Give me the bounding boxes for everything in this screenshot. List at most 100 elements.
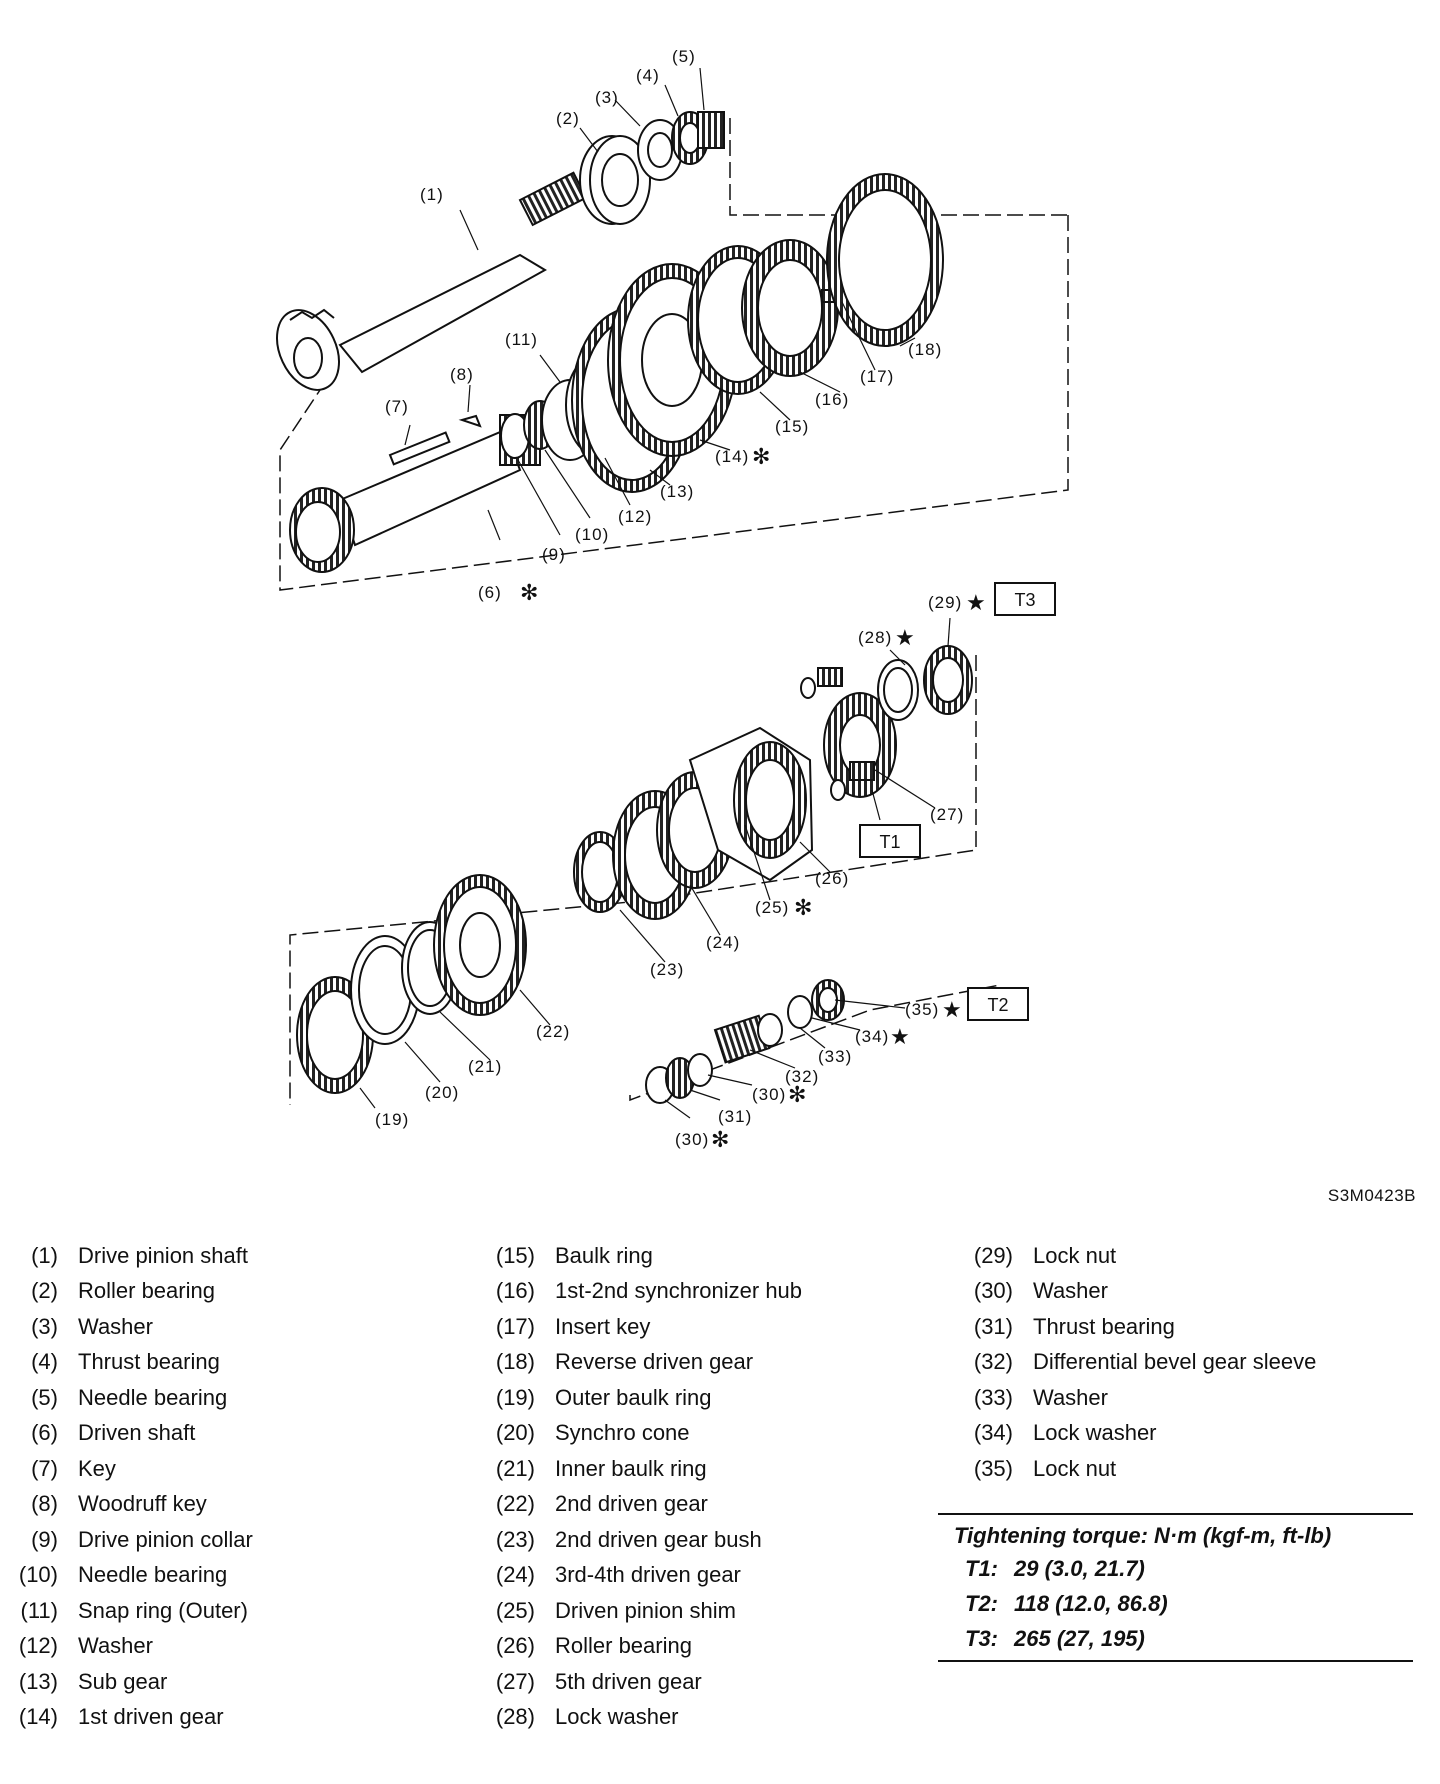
star-mark-34: ★: [890, 1024, 910, 1049]
callout-19: (19): [375, 1110, 409, 1129]
callout-7: (7): [385, 397, 409, 416]
callout-30b: (30): [675, 1130, 709, 1149]
legend-item-number: (10): [18, 1562, 58, 1588]
legend-item-label: Driven shaft: [78, 1420, 196, 1446]
legend-item: (13)Sub gear: [0, 1664, 253, 1700]
callout-14: (14): [715, 447, 749, 466]
legend-item-number: (20): [495, 1420, 535, 1446]
group-frame-upper-diag: [279, 215, 1069, 591]
legend-item: (9)Drive pinion collar: [0, 1522, 253, 1558]
legend-item-label: Woodruff key: [78, 1491, 207, 1517]
legend-item: (17) Insert key: [477, 1309, 802, 1345]
legend-item-label: Insert key: [555, 1313, 651, 1339]
legend-item-label: Washer: [78, 1313, 153, 1339]
legend-item: (12) Washer: [0, 1629, 253, 1665]
torque-key: T3:: [965, 1625, 998, 1651]
legend-item-label: Lock nut: [1033, 1242, 1117, 1268]
legend-item-number: (27): [495, 1668, 535, 1694]
legend-item-label: Reverse driven gear: [555, 1349, 754, 1375]
legend-item: (6) Driven shaft: [0, 1416, 253, 1452]
legend-column-3: (29)Lock nut(30)Washer(31)Thrust bearing…: [955, 1238, 1316, 1487]
legend-item-label: Washer: [1033, 1278, 1108, 1304]
legend-item: (31)Thrust bearing: [955, 1309, 1316, 1345]
callout-30a: (30): [752, 1085, 786, 1104]
callout-6: (6): [478, 583, 502, 602]
legend-item-label: Needle bearing: [78, 1562, 228, 1588]
legend-item: (11)Snap ring (Outer): [0, 1593, 253, 1629]
second-gear-assembly: [296, 645, 973, 1094]
legend-item-number: (14): [18, 1704, 58, 1730]
legend-item-label: Synchro cone: [555, 1420, 690, 1446]
legend-item-label: Washer: [78, 1633, 153, 1659]
legend-item-number: (23): [495, 1526, 535, 1552]
legend-item-number: (12): [18, 1633, 58, 1659]
legend-item: (27)5th driven gear: [477, 1664, 802, 1700]
legend-item: (18)Reverse driven gear: [477, 1345, 802, 1381]
svg-text:T1: T1: [879, 832, 900, 852]
callout-28: (28): [858, 628, 892, 647]
legend-item: (8)Woodruff key: [0, 1487, 253, 1523]
legend-item-number: (9): [31, 1526, 58, 1552]
callout-8: (8): [450, 365, 474, 384]
callout-4: (4): [636, 66, 660, 85]
star-mark-35: ★: [942, 997, 962, 1022]
callout-20: (20): [425, 1083, 459, 1102]
legend-column-2: (15)Baulk ring(16)1st-2nd synchronizer h…: [477, 1238, 802, 1735]
differential-sleeve-set: [645, 979, 845, 1104]
asterisk-mark-25: ✻: [794, 895, 812, 920]
legend-item: (4)Thrust bearing: [0, 1345, 253, 1381]
legend-item: (21)Inner baulk ring: [477, 1451, 802, 1487]
asterisk-mark-30b: ✻: [711, 1127, 729, 1152]
legend-item-label: Roller bearing: [555, 1633, 692, 1659]
legend-item: (1)Drive pinion shaft: [0, 1238, 253, 1274]
legend-item: (14)1st driven gear: [0, 1700, 253, 1736]
legend-item: (28)Lock washer: [477, 1700, 802, 1736]
legend-item: (22)2nd driven gear: [477, 1487, 802, 1523]
legend-item: (33)Washer: [955, 1380, 1316, 1416]
legend-item: (34)Lock washer: [955, 1416, 1316, 1452]
legend-item-number: (7): [31, 1455, 58, 1481]
legend-item-label: Outer baulk ring: [555, 1384, 712, 1410]
callout-21: (21): [468, 1057, 502, 1076]
legend-item-number: (29): [973, 1242, 1013, 1268]
legend-item-label: Needle bearing: [78, 1384, 228, 1410]
legend-item-number: (6): [31, 1420, 58, 1446]
star-mark-28: ★: [895, 625, 915, 650]
callout-32: (32): [785, 1067, 819, 1086]
legend-item-label: Snap ring (Outer): [78, 1597, 248, 1623]
legend-item-label: Washer: [1033, 1384, 1108, 1410]
group-frame-upper: [729, 118, 1068, 216]
legend-item-number: (13): [18, 1668, 58, 1694]
legend-item-label: 2nd driven gear: [555, 1491, 708, 1517]
torque-value: 29 (3.0, 21.7): [1014, 1555, 1145, 1581]
asterisk-mark-6: ✻: [520, 580, 538, 605]
legend-item: (25)Driven pinion shim: [477, 1593, 802, 1629]
legend-item: (32) Differential bevel gear sleeve: [955, 1345, 1316, 1381]
callout-25: (25): [755, 898, 789, 917]
legend-item-label: Driven pinion shim: [555, 1597, 736, 1623]
callout-9: (9): [542, 545, 566, 564]
legend-item-number: (32): [973, 1349, 1013, 1375]
legend-item: (20) Synchro cone: [477, 1416, 802, 1452]
legend-item: (23)2nd driven gear bush: [477, 1522, 802, 1558]
callout-11: (11): [505, 330, 538, 349]
legend-item-label: Differential bevel gear sleeve: [1033, 1349, 1317, 1375]
torque-key: T1:: [965, 1555, 998, 1581]
torque-value: 265 (27, 195): [1014, 1625, 1145, 1651]
callout-2: (2): [556, 109, 580, 128]
legend-item-number: (19): [495, 1384, 535, 1410]
legend-item-number: (28): [495, 1704, 535, 1730]
callout-3: (3): [595, 88, 619, 107]
legend-item: (26)Roller bearing: [477, 1629, 802, 1665]
legend-item-number: (17): [495, 1313, 535, 1339]
callout-13: (13): [660, 482, 694, 501]
legend-item-number: (2): [31, 1278, 58, 1304]
legend-item: (19) Outer baulk ring: [477, 1380, 802, 1416]
callout-27: (27): [930, 805, 964, 824]
svg-text:T3: T3: [1014, 590, 1035, 610]
callout-29: (29): [928, 593, 962, 612]
legend-item: (15)Baulk ring: [477, 1238, 802, 1274]
torque-value: 118 (12.0, 86.8): [1014, 1590, 1168, 1616]
star-mark-29: ★: [966, 590, 986, 615]
callout-1: (1): [420, 185, 444, 204]
